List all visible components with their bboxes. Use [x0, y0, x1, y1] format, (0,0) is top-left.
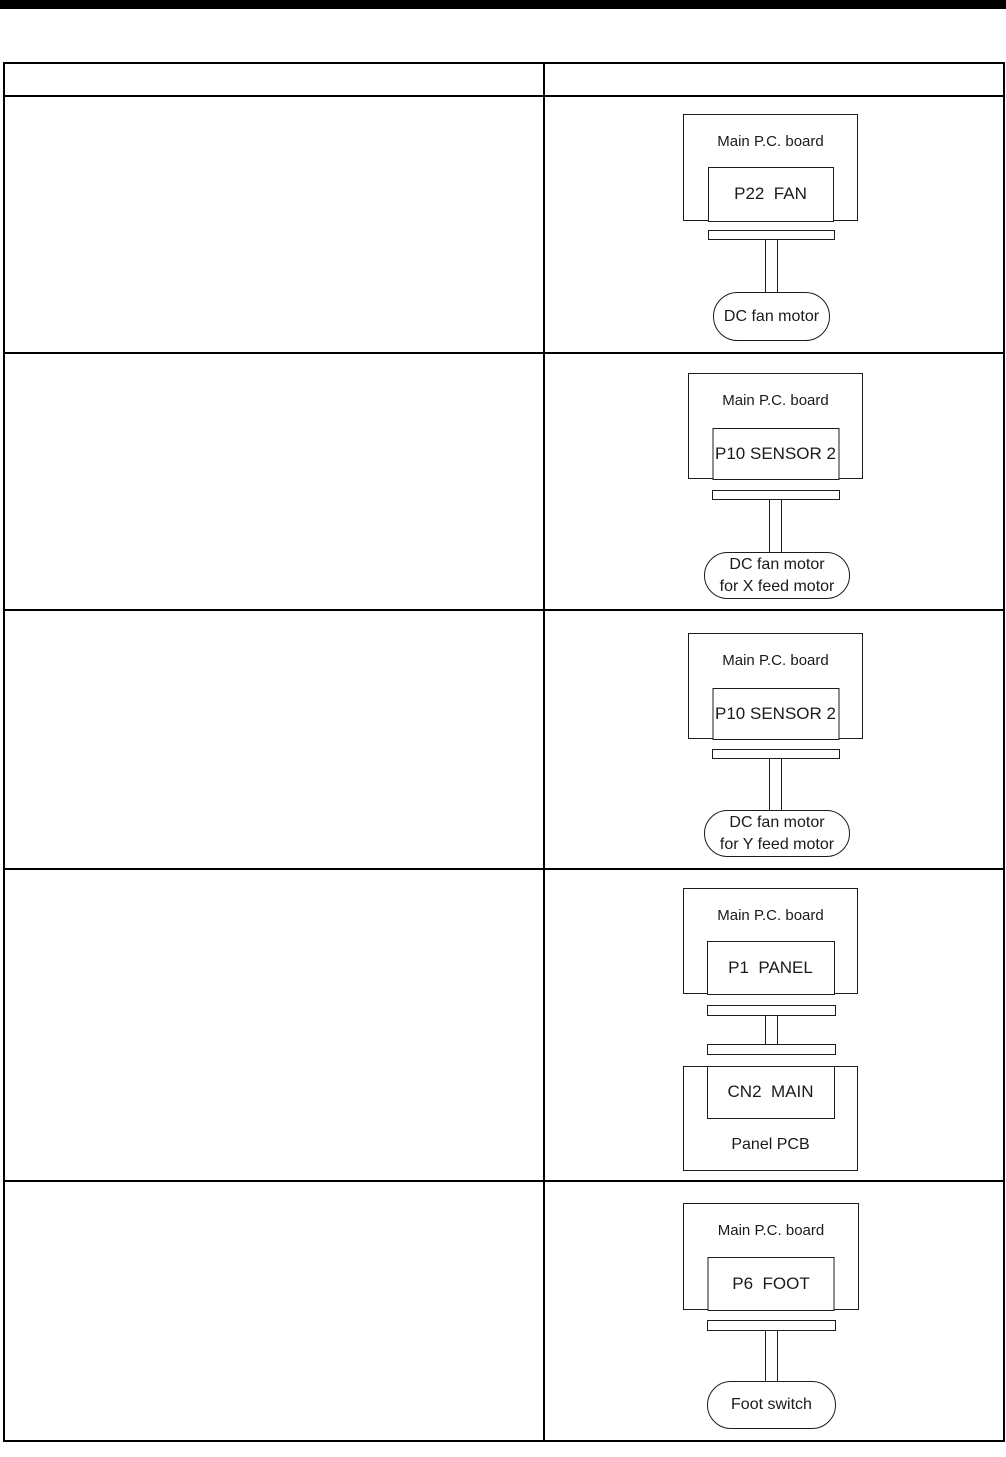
table-header-row	[5, 64, 1003, 97]
diagram-cell: Main P.C. board P22 FAN DC fan motor	[545, 97, 1003, 352]
component-shape: Foot switch	[707, 1381, 836, 1429]
connector-box: P10 SENSOR 2	[712, 427, 839, 480]
main-pc-board-box: Main P.C. board P1 PANEL	[683, 888, 858, 995]
connection-diagram-x-feed: Main P.C. board P10 SENSOR 2 DC fan moto…	[545, 354, 1003, 609]
component-shape: DC fan motor for Y feed motor	[704, 810, 850, 857]
connection-diagram-panel: Main P.C. board P1 PANEL CN2 MAIN Panel …	[545, 870, 1003, 1180]
board-label: Main P.C. board	[722, 652, 829, 669]
connector-bar	[712, 749, 840, 759]
cable-line	[769, 757, 782, 812]
cable-line	[769, 498, 782, 554]
connection-diagram-y-feed: Main P.C. board P10 SENSOR 2 DC fan moto…	[545, 611, 1003, 868]
connector-bar	[707, 1005, 836, 1016]
board-label: Main P.C. board	[722, 392, 829, 409]
component-shape: DC fan motor	[713, 292, 830, 341]
header-cell-left	[5, 64, 545, 95]
diagram-cell: Main P.C. board P10 SENSOR 2 DC fan moto…	[545, 611, 1003, 868]
main-pc-board-box: Main P.C. board P22 FAN	[683, 114, 858, 222]
table-row: Main P.C. board P10 SENSOR 2 DC fan moto…	[5, 354, 1003, 611]
troubleshooting-table: Main P.C. board P22 FAN DC fan motor	[3, 62, 1005, 1442]
table-row: Main P.C. board P22 FAN DC fan motor	[5, 97, 1003, 354]
board-label: Main P.C. board	[717, 907, 824, 924]
connector-bar	[707, 1044, 836, 1055]
cable-line	[765, 1013, 778, 1047]
diagram-cell: Main P.C. board P6 FOOT Foot switch	[545, 1182, 1003, 1440]
left-cell	[5, 97, 545, 352]
cable-line	[765, 1328, 778, 1383]
component-shape: DC fan motor for X feed motor	[704, 552, 850, 599]
board-label: Main P.C. board	[717, 1222, 825, 1239]
main-pc-board-box: Main P.C. board P10 SENSOR 2	[688, 633, 863, 740]
left-cell	[5, 870, 545, 1180]
connector-bar	[708, 230, 835, 240]
main-pc-board-box: Main P.C. board P10 SENSOR 2	[688, 373, 863, 480]
connector-box: P6 FOOT	[707, 1256, 835, 1311]
cable-line	[765, 238, 778, 294]
board-label: Main P.C. board	[717, 133, 824, 150]
component-label: Foot switch	[731, 1396, 812, 1413]
connector-box: P22 FAN	[707, 166, 834, 222]
connector-box: P10 SENSOR 2	[712, 687, 839, 740]
table-row: Main P.C. board P1 PANEL CN2 MAIN Panel …	[5, 870, 1003, 1182]
connector-bar	[707, 1320, 836, 1331]
left-cell	[5, 611, 545, 868]
left-cell	[5, 354, 545, 609]
panel-pcb-box: CN2 MAIN Panel PCB	[683, 1065, 858, 1171]
connection-diagram-foot-switch: Main P.C. board P6 FOOT Foot switch	[545, 1182, 1003, 1440]
connector-bar	[712, 490, 840, 500]
main-pc-board-box: Main P.C. board P6 FOOT	[683, 1203, 859, 1311]
diagram-cell: Main P.C. board P10 SENSOR 2 DC fan moto…	[545, 354, 1003, 609]
diagram-cell: Main P.C. board P1 PANEL CN2 MAIN Panel …	[545, 870, 1003, 1180]
component-label: DC fan motor	[729, 555, 825, 573]
connection-diagram-fan: Main P.C. board P22 FAN DC fan motor	[545, 97, 1003, 352]
table-row: Main P.C. board P10 SENSOR 2 DC fan moto…	[5, 611, 1003, 870]
connector-box: P1 PANEL	[706, 940, 835, 995]
connector-box: CN2 MAIN	[706, 1065, 835, 1119]
component-label: for Y feed motor	[719, 835, 835, 853]
board-label: Panel PCB	[731, 1136, 810, 1153]
header-cell-right	[545, 64, 1003, 95]
component-label: for X feed motor	[719, 577, 835, 595]
table-row: Main P.C. board P6 FOOT Foot switch	[5, 1182, 1003, 1440]
component-label: DC fan motor	[729, 813, 825, 831]
top-black-bar	[0, 0, 1006, 9]
component-label: DC fan motor	[723, 307, 820, 325]
left-cell	[5, 1182, 545, 1440]
